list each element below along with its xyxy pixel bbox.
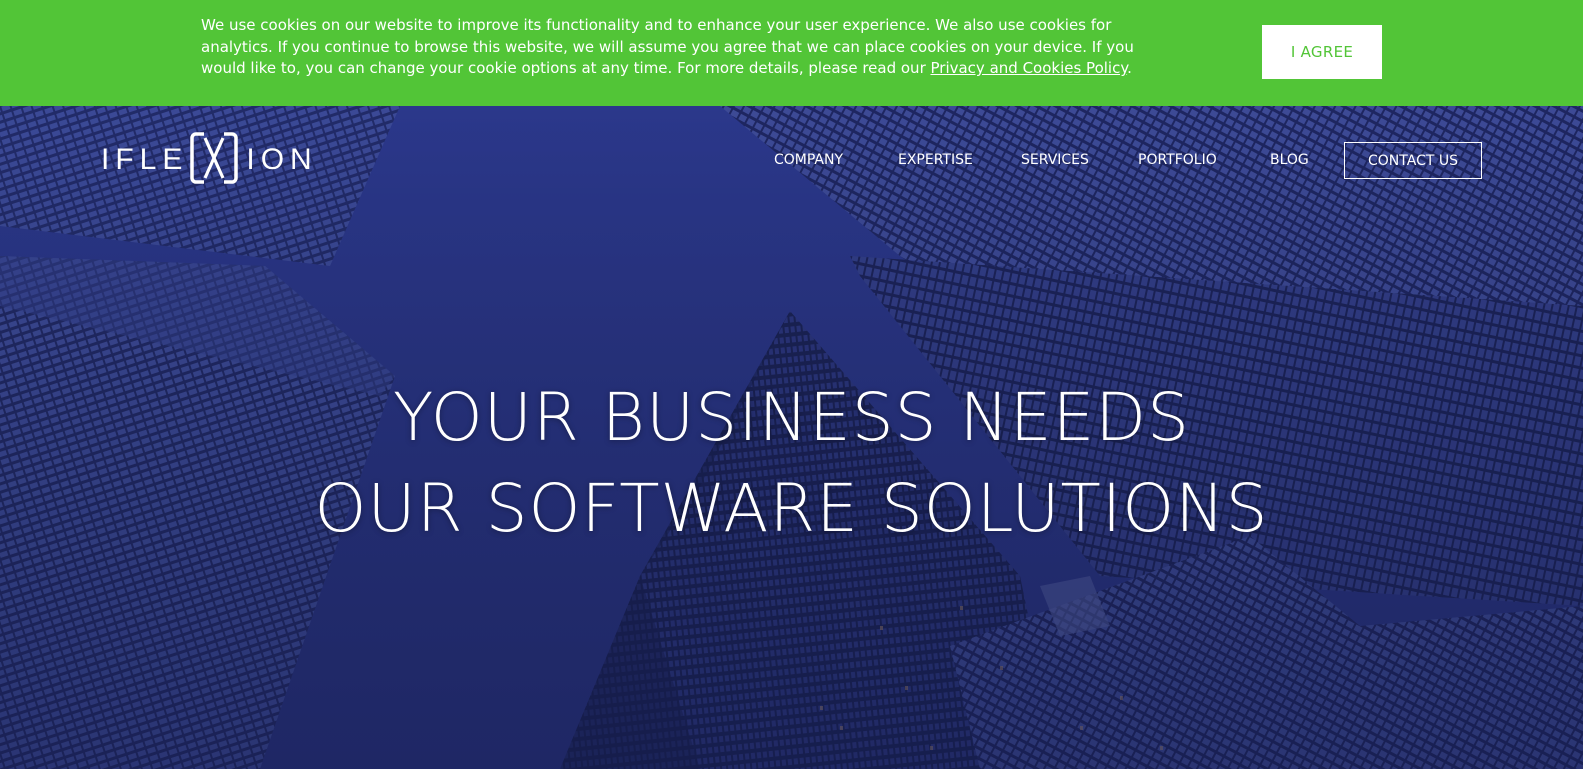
cookie-message: We use cookies on our website to improve… — [201, 15, 1156, 80]
iflexion-logo[interactable]: IFLE ION — [101, 132, 318, 188]
cookie-message-end: . — [1127, 59, 1132, 77]
nav-services[interactable]: SERVICES — [1021, 152, 1089, 168]
hero-section: IFLE ION COMPANY EXPERTISE SERVICES PORT… — [0, 106, 1583, 769]
nav-portfolio[interactable]: PORTFOLIO — [1138, 152, 1217, 168]
agree-button[interactable]: I AGREE — [1262, 25, 1382, 79]
hero-headline-line-2: OUR SOFTWARE SOLUTIONS — [314, 470, 1269, 547]
privacy-policy-link[interactable]: Privacy and Cookies Policy — [930, 59, 1128, 77]
cookie-banner: We use cookies on our website to improve… — [0, 0, 1583, 106]
nav-company[interactable]: COMPANY — [774, 152, 844, 168]
cookie-message-text: We use cookies on our website to improve… — [201, 16, 1134, 77]
x-bracket-logo-icon — [190, 132, 239, 188]
skyscrapers-background-image — [0, 106, 1583, 769]
nav-expertise[interactable]: EXPERTISE — [898, 152, 973, 168]
hero-headline-line-1: YOUR BUSINESS NEEDS — [392, 379, 1190, 456]
main-nav: COMPANY EXPERTISE SERVICES PORTFOLIO BLO… — [0, 142, 1583, 180]
hero-headline: YOUR BUSINESS NEEDS OUR SOFTWARE SOLUTIO… — [0, 372, 1583, 554]
contact-us-button[interactable]: CONTACT US — [1344, 142, 1482, 179]
logo-text-left: IFLE — [101, 143, 189, 176]
logo-text-right: ION — [246, 143, 318, 176]
nav-blog[interactable]: BLOG — [1270, 152, 1309, 168]
